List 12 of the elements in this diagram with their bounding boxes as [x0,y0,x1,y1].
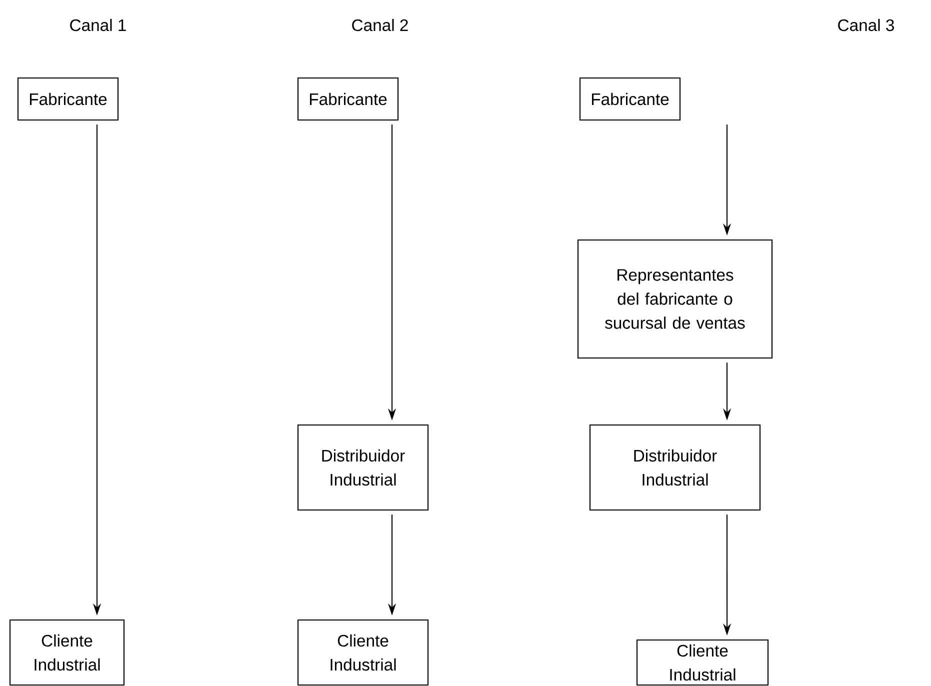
process-box: Cliente Industrial [297,619,429,686]
column-heading: Canal 3 [838,18,894,32]
process-box: Representantes del fabricante o sucursal de ventas [577,239,773,359]
process-box: Fabricante [17,77,119,121]
column-heading: Canal 1 [70,18,126,32]
process-box: Fabricante [579,77,681,121]
process-box: Cliente Industrial [636,639,769,686]
process-box: Distribuidor Industrial [297,424,429,511]
column-heading: Canal 2 [352,18,408,32]
process-box: Fabricante [297,77,399,121]
process-box: Distribuidor Industrial [589,424,761,511]
process-box: Cliente Industrial [9,619,125,686]
